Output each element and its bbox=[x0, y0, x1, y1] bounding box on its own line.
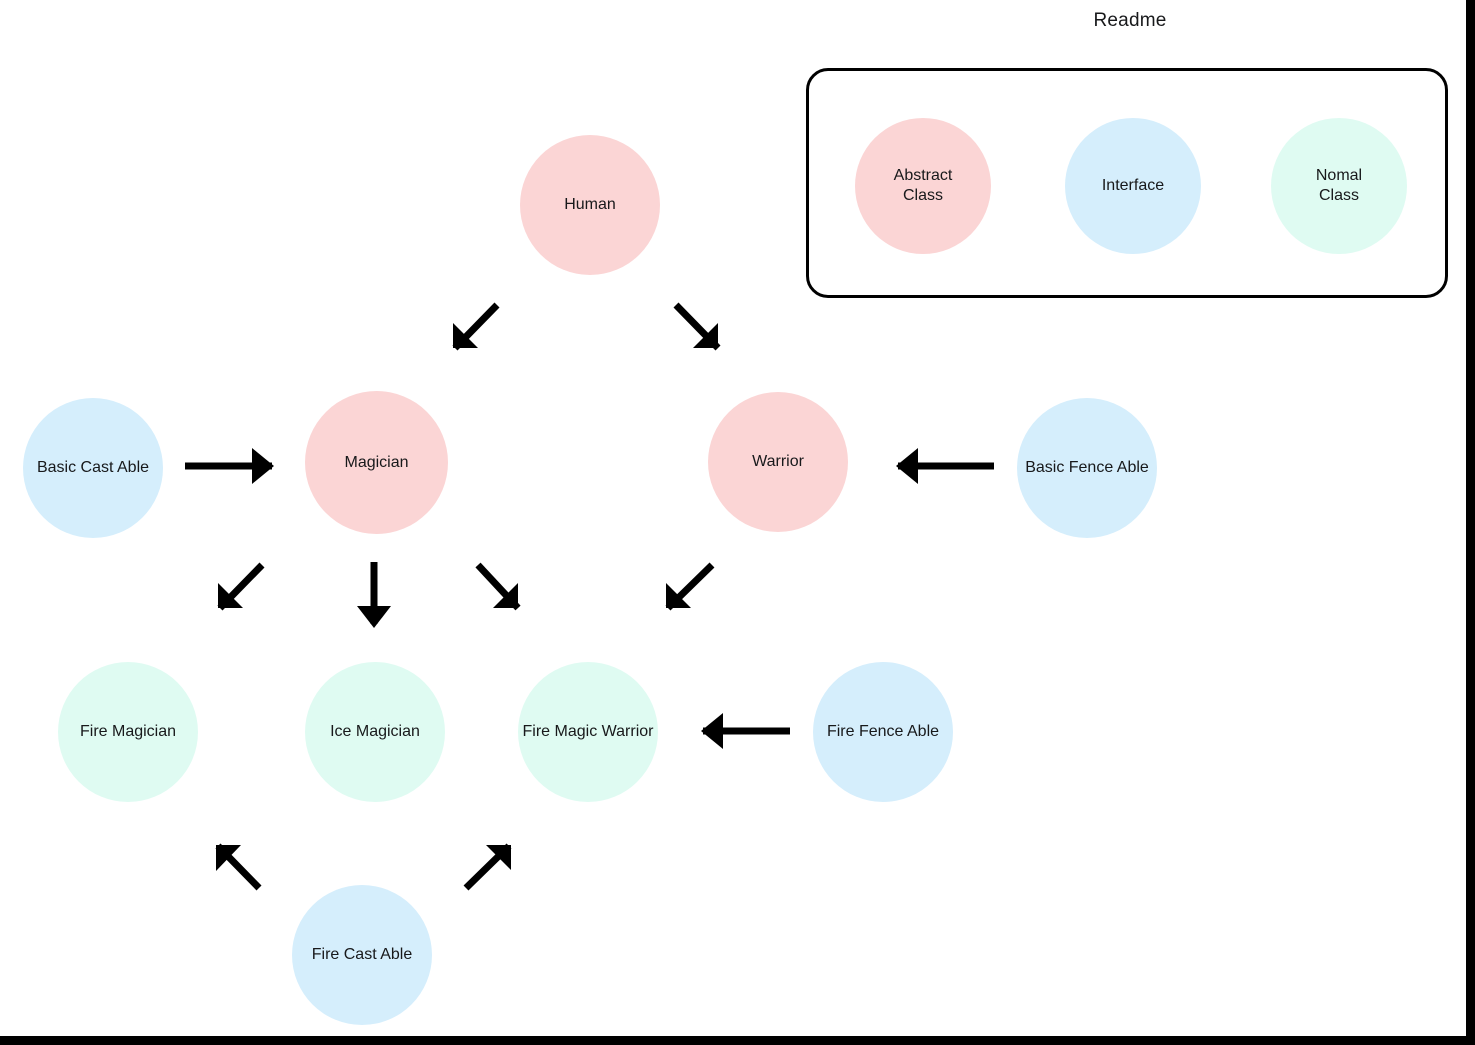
arrow-warrior-to-firemagicwarrior bbox=[665, 562, 715, 611]
node-label-human: Human bbox=[564, 196, 616, 214]
legend-label-line2: Class bbox=[902, 187, 943, 204]
legend-label-line1: Nomal bbox=[1315, 167, 1363, 185]
node-label-fire-cast-able: Fire Cast Able bbox=[311, 946, 413, 964]
legend-label-abstract-class: Abstract Class bbox=[894, 166, 953, 205]
node-label-basic-fence-able: Basic Fence Able bbox=[1025, 459, 1149, 477]
node-fire-magician[interactable]: Fire Magician bbox=[58, 662, 198, 802]
arrow-basicfence-to-warrior bbox=[896, 448, 994, 484]
legend-label-line2: Class bbox=[1318, 187, 1359, 204]
node-label-magician: Magician bbox=[344, 453, 409, 471]
arrow-firecast-to-firemagicwarrior bbox=[463, 843, 512, 891]
legend-item-interface: Interface bbox=[1065, 118, 1201, 254]
arrow-firecast-to-firemagician bbox=[215, 843, 262, 891]
arrow-magician-to-icemagician bbox=[357, 562, 391, 628]
node-label-basic-cast-able: Basic Cast Able bbox=[36, 459, 150, 477]
node-label-fire-magician: Fire Magician bbox=[79, 723, 177, 741]
arrow-magician-to-firemagicwarrior bbox=[475, 562, 521, 611]
node-label-warrior: Warrior bbox=[752, 453, 804, 471]
node-basic-cast-able[interactable]: Basic Cast Able bbox=[23, 398, 163, 538]
node-fire-fence-able[interactable]: Fire Fence Able bbox=[813, 662, 953, 802]
arrow-magician-to-firemagician bbox=[217, 562, 265, 611]
node-human[interactable]: Human bbox=[520, 135, 660, 275]
node-ice-magician[interactable]: Ice Magician bbox=[305, 662, 445, 802]
arrow-firefence-to-firemagicwarrior bbox=[701, 713, 790, 749]
node-fire-cast-able[interactable]: Fire Cast Able bbox=[292, 885, 432, 1025]
node-basic-fence-able[interactable]: Basic Fence Able bbox=[1017, 398, 1157, 538]
page-title: Readme bbox=[1093, 10, 1167, 31]
legend-label-line1: Abstract bbox=[893, 167, 953, 185]
legend-label-normal-class: Nomal Class bbox=[1316, 166, 1362, 205]
window-edge-bottom bbox=[0, 1036, 1475, 1045]
node-label-ice-magician: Ice Magician bbox=[330, 723, 420, 741]
node-label-fire-fence-able: Fire Fence Able bbox=[826, 723, 940, 741]
arrow-basiccast-to-magician bbox=[185, 448, 274, 484]
node-label-fire-magic-warrior: Fire Magic Warrior bbox=[522, 723, 654, 741]
node-magician[interactable]: Magician bbox=[305, 391, 448, 534]
arrow-human-to-magician bbox=[452, 302, 500, 351]
legend-label-interface: Interface bbox=[1101, 177, 1165, 195]
legend-item-normal-class: Nomal Class bbox=[1271, 118, 1407, 254]
node-warrior[interactable]: Warrior bbox=[708, 392, 848, 532]
legend-item-abstract-class: Abstract Class bbox=[855, 118, 991, 254]
arrow-human-to-warrior bbox=[673, 302, 721, 351]
window-edge-right bbox=[1466, 0, 1475, 1045]
node-fire-magic-warrior[interactable]: Fire Magic Warrior bbox=[518, 662, 658, 802]
class-type-legend: Abstract Class Interface Nomal Class bbox=[806, 68, 1448, 298]
